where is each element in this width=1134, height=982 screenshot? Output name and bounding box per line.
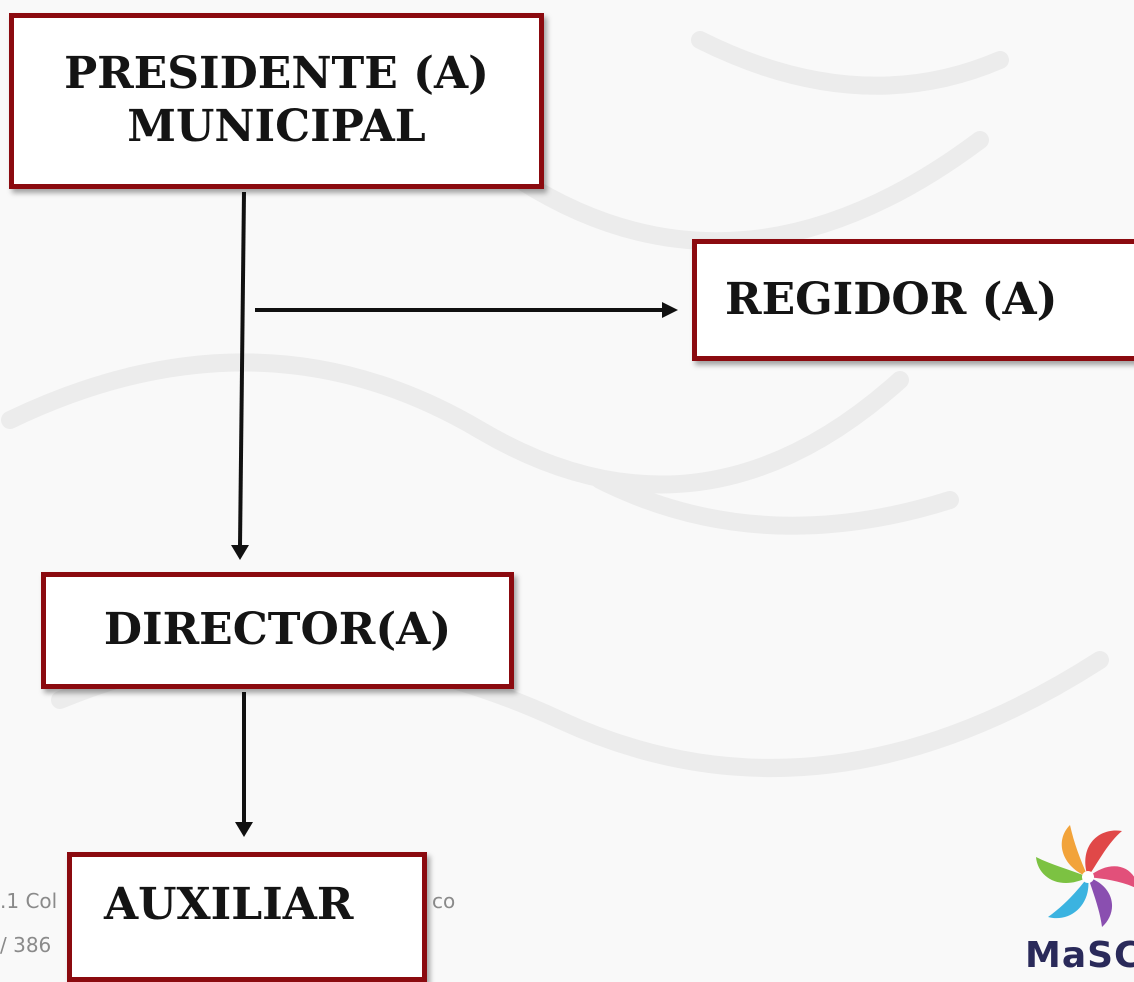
box-auxiliar: AUXILIAR: [67, 852, 427, 982]
regidor-title: REGIDOR (A): [725, 273, 1058, 325]
president-title-line-2: MUNICIPAL: [127, 101, 426, 152]
arrowhead-regidor: [662, 302, 678, 318]
swirl-flower-icon: [1036, 825, 1134, 927]
connector-president-director: [238, 191, 246, 547]
footer-address-line-2: / 386: [0, 933, 52, 957]
logo-text: MaSC: [1025, 935, 1134, 976]
box-presidente-municipal: PRESIDENTE (A) MUNICIPAL: [9, 13, 544, 189]
arrowhead-auxiliar: [235, 822, 253, 837]
arrowhead-director: [231, 545, 249, 560]
footer-address-line-3: co: [432, 889, 456, 913]
president-title-line-1: PRESIDENTE (A): [64, 48, 489, 100]
box-director: DIRECTOR(A): [41, 572, 514, 689]
box-regidor: REGIDOR (A): [692, 239, 1134, 361]
footer-address-line-1: .1 Col: [0, 889, 58, 913]
auxiliar-title: AUXILIAR: [104, 879, 354, 930]
director-title: DIRECTOR(A): [103, 604, 452, 656]
